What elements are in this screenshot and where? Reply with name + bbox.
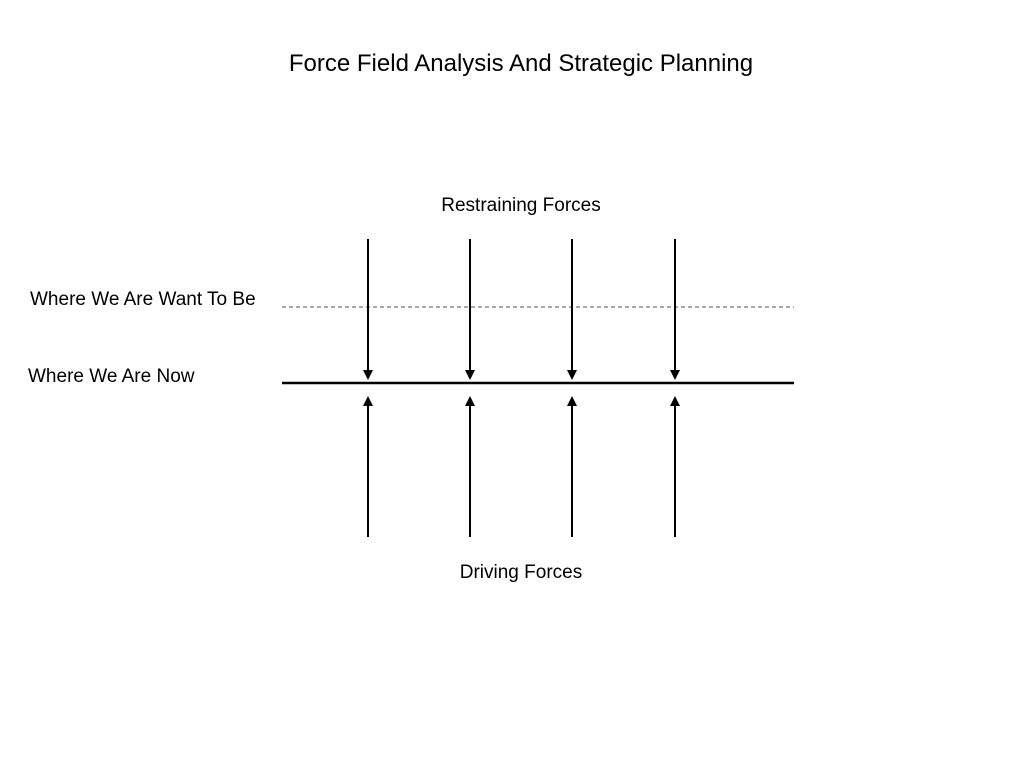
driving-arrows-group bbox=[363, 396, 680, 537]
slide-title: Force Field Analysis And Strategic Plann… bbox=[288, 50, 754, 77]
restraining-forces-label: Restraining Forces bbox=[441, 195, 601, 216]
target-state-label: Where We Are Want To Be bbox=[30, 289, 256, 310]
current-state-label: Where We Are Now bbox=[28, 366, 195, 387]
driving-forces-label: Driving Forces bbox=[459, 562, 583, 583]
restraining-arrows-group bbox=[363, 239, 680, 380]
